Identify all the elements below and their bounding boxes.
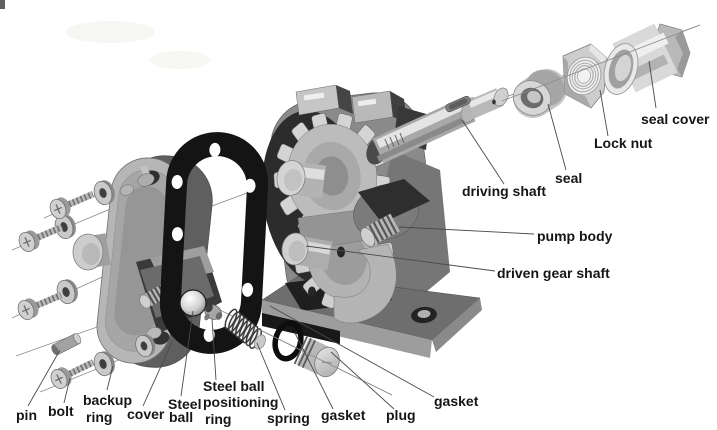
- label-seal-cover: seal cover: [641, 111, 710, 127]
- gasket-hole: [244, 178, 256, 193]
- bolt-2: [18, 224, 64, 253]
- spring-guide: [254, 334, 266, 350]
- label-steel-ball-line1: Steel: [168, 396, 201, 412]
- label-plug: plug: [386, 407, 416, 423]
- label-positioning-ring-line3: ring: [205, 411, 231, 427]
- label-gasket-flat: gasket: [434, 393, 479, 409]
- seal-cover: [603, 23, 691, 95]
- steel-ball-positioning-ring: [204, 303, 223, 321]
- leader-gasket-oring: [294, 332, 334, 410]
- leader-pin: [27, 349, 61, 407]
- body-face-hole: [337, 246, 345, 258]
- label-pin: pin: [16, 407, 37, 423]
- cover-small-washer: [119, 184, 135, 196]
- scan-smudge: [65, 21, 155, 43]
- pin: [51, 333, 82, 356]
- shaft-keyway: [445, 95, 471, 113]
- driving-shaft: [366, 87, 509, 165]
- cover-bottom-hole: [146, 327, 170, 345]
- gasket-hole: [203, 327, 215, 342]
- label-backup-ring-line1: backup: [83, 392, 132, 408]
- leader-lock-nut: [599, 89, 609, 137]
- bolt-4: [50, 359, 95, 389]
- driving-gear-shaft-stub: [276, 160, 327, 199]
- label-positioning-ring-line2: positioning: [203, 394, 278, 410]
- body-front-lower-plate: [333, 243, 397, 324]
- leader-plug: [330, 351, 395, 410]
- label-driving-shaft: driving shaft: [462, 183, 546, 199]
- base-front-face: [262, 300, 432, 358]
- leader-backup-ring: [106, 365, 114, 391]
- washer-backup-ring-4: [93, 351, 115, 377]
- cover-top-screw: [137, 164, 160, 187]
- relief-valve-screw: [360, 213, 400, 247]
- washer-backup-ring-1: [93, 180, 115, 206]
- cover-dome-boss: [72, 233, 111, 271]
- shaft-tip-hole: [492, 99, 496, 105]
- base-right-face: [432, 298, 482, 352]
- body-face-hole: [308, 286, 316, 298]
- leader-cover: [142, 341, 173, 407]
- main-axis-overlay: [501, 24, 701, 102]
- scan-artifact: [0, 0, 5, 9]
- valve-axis-overlay: [257, 328, 393, 396]
- labels: pin bolt backup ring cover Steel ball St…: [16, 111, 710, 427]
- label-cover: cover: [127, 406, 165, 422]
- leader-lines: [27, 60, 657, 411]
- leader-bolt: [63, 377, 71, 404]
- shaft-spline-marks: [384, 132, 405, 150]
- leader-driving-shaft: [461, 119, 505, 185]
- label-spring: spring: [267, 410, 310, 426]
- steel-ball: [179, 289, 207, 317]
- washer-backup-ring-5: [135, 334, 156, 358]
- label-bolt: bolt: [48, 403, 74, 419]
- label-steel-ball-line2: ball: [169, 409, 193, 425]
- scan-smudge: [150, 51, 210, 69]
- gasket-hole: [171, 174, 183, 189]
- leader-gasket-flat: [269, 305, 435, 398]
- leader-steel-ball: [180, 310, 194, 397]
- label-gasket-oring: gasket: [321, 407, 366, 423]
- leader-seal: [547, 103, 567, 171]
- washer-backup-ring-2: [54, 214, 76, 240]
- label-backup-ring-line2: ring: [86, 409, 112, 425]
- spring: [224, 308, 266, 350]
- plug-slot: [321, 361, 333, 364]
- label-pump-body: pump body: [537, 228, 613, 244]
- gasket-hole: [171, 227, 183, 242]
- bolt-1: [49, 191, 95, 220]
- leader-positioning-ring: [211, 318, 217, 381]
- leader-seal-cover: [648, 60, 657, 109]
- label-positioning-ring-line1: Steel ball: [203, 378, 264, 394]
- bolt-3: [17, 292, 63, 321]
- label-driven-gear-shaft: driven gear shaft: [497, 265, 610, 281]
- leader-driven-gear-shaft: [305, 245, 496, 272]
- label-lock-nut: Lock nut: [594, 135, 653, 151]
- leader-pump-body: [398, 226, 535, 235]
- body-relief-valve-boss: [353, 179, 430, 247]
- gasket-hole: [242, 282, 254, 297]
- flat-gasket: [159, 132, 269, 354]
- gasket-hole: [209, 142, 221, 157]
- base-bolt-hole-inner: [417, 309, 431, 319]
- label-seal: seal: [555, 170, 582, 186]
- leader-spring: [256, 342, 286, 411]
- seal: [512, 69, 567, 118]
